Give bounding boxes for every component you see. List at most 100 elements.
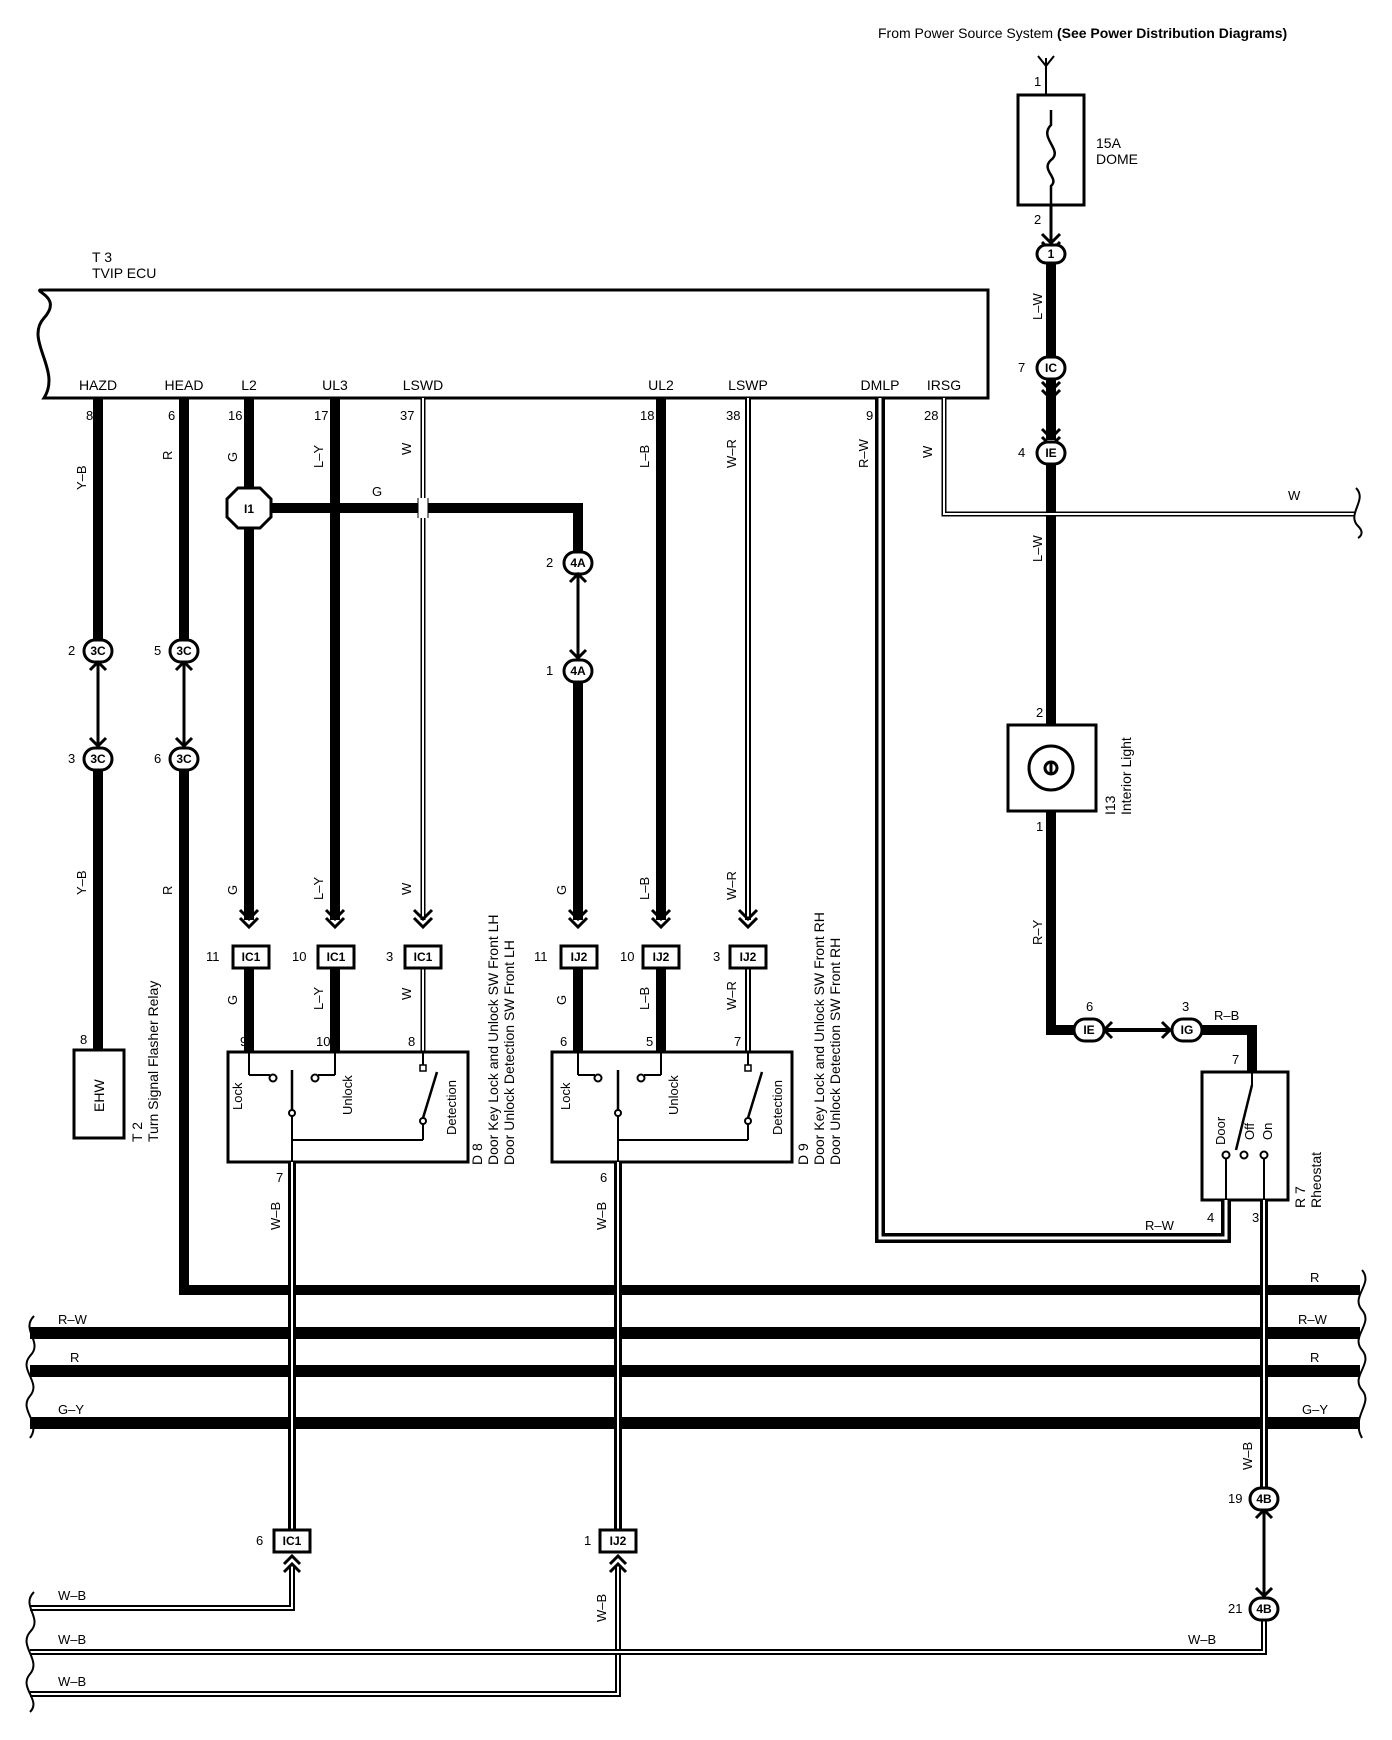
svg-text:I1: I1 [244, 502, 254, 516]
svg-text:5: 5 [646, 1034, 653, 1049]
wl-l-w-2: L–W [1030, 535, 1045, 562]
svg-text:W–B: W–B [1188, 1632, 1216, 1647]
connector-4b-1: 4B 19 [1228, 1486, 1280, 1512]
svg-text:10: 10 [620, 949, 634, 964]
svg-text:8: 8 [80, 1032, 87, 1047]
svg-text:3C: 3C [176, 644, 192, 658]
svg-text:4A: 4A [570, 664, 586, 678]
fuse-pin-2: 2 [1034, 212, 1041, 227]
svg-text:R–B: R–B [1214, 1008, 1239, 1023]
svg-text:IG: IG [1181, 1023, 1194, 1037]
svg-text:R–W: R–W [58, 1312, 88, 1327]
wire-dmlp-r-w: R–W R–W [856, 398, 1231, 1243]
svg-text:1: 1 [1048, 247, 1055, 261]
svg-text:D 8: D 8 [469, 1143, 485, 1165]
svg-text:3C: 3C [90, 752, 106, 766]
switch-d8: 9 10 8 Lock Unlock Detection D 8 Door Ke… [226, 914, 517, 1185]
svg-text:G: G [225, 995, 240, 1005]
svg-text:EHW: EHW [91, 1079, 107, 1112]
terminal-hazd: HAZD [79, 377, 117, 393]
connector-3c-hazd-1: 3C 2 [68, 638, 114, 664]
svg-text:7: 7 [1232, 1052, 1239, 1067]
svg-text:17: 17 [314, 408, 328, 423]
svg-text:3: 3 [1182, 999, 1189, 1014]
rheostat-r7: 7 Door Off On R 7 Rheostat 4 3 [1200, 1052, 1324, 1225]
connector-ic1-l2: IC1 11 [206, 944, 271, 970]
connector-ie-top-pill: IE 4 [1018, 440, 1067, 466]
svg-text:4B: 4B [1256, 1492, 1272, 1506]
svg-text:21: 21 [1228, 1601, 1242, 1616]
wire-ul3-l-y: L–Y L–Y L–Y [311, 398, 346, 1052]
svg-text:7: 7 [734, 1034, 741, 1049]
connector-ic1-ground: IC1 6 [256, 1528, 312, 1554]
svg-text:IE: IE [1045, 446, 1056, 460]
svg-text:37: 37 [400, 408, 414, 423]
connector-1-pill: 1 [1035, 243, 1067, 265]
svg-text:Y–B: Y–B [74, 870, 89, 895]
svg-text:G–Y: G–Y [58, 1402, 84, 1417]
svg-text:L–B: L–B [637, 877, 652, 900]
svg-text:L–B: L–B [637, 987, 652, 1010]
svg-text:6: 6 [154, 751, 161, 766]
svg-text:IC1: IC1 [283, 1534, 302, 1548]
svg-text:IC1: IC1 [242, 950, 261, 964]
svg-text:W–B: W–B [594, 1594, 609, 1622]
svg-text:6: 6 [168, 408, 175, 423]
connector-3c-head-1: 3C 5 [154, 638, 200, 664]
svg-text:Lock: Lock [230, 1082, 245, 1110]
wire-l-w-main: L–W L–W [1030, 205, 1062, 725]
terminal-l2: L2 [241, 377, 257, 393]
svg-text:R: R [160, 451, 175, 460]
svg-text:On: On [1260, 1123, 1275, 1140]
svg-text:G: G [554, 995, 569, 1005]
connector-4a-2: 4A 1 [546, 658, 594, 684]
svg-text:6: 6 [560, 1034, 567, 1049]
power-source-note: From Power Source System (See Power Dist… [878, 25, 1287, 41]
svg-text:10: 10 [292, 949, 306, 964]
svg-text:W–R: W–R [724, 981, 739, 1010]
svg-text:Detection: Detection [444, 1080, 459, 1135]
wire-r-y: R–Y R–B [1030, 811, 1257, 1072]
svg-text:IC: IC [1045, 361, 1057, 375]
wire-w-b-ground-3: W–B W–B [30, 1553, 628, 1697]
tvip-ecu: T 3 TVIP ECU HAZD HEAD L2 UL3 LSWD UL2 L… [36, 249, 990, 423]
svg-text:Y–B: Y–B [74, 465, 89, 490]
svg-text:R–W: R–W [856, 438, 871, 468]
fuse-pin-1: 1 [1034, 74, 1041, 89]
svg-text:Detection: Detection [770, 1080, 785, 1135]
terminal-head: HEAD [165, 377, 204, 393]
svg-text:6: 6 [600, 1170, 607, 1185]
svg-text:IJ2: IJ2 [610, 1534, 627, 1548]
svg-text:D 9: D 9 [795, 1143, 811, 1165]
svg-text:Door Key Lock and Unlock SW Fr: Door Key Lock and Unlock SW Front RH [811, 912, 827, 1165]
svg-text:IJ2: IJ2 [571, 950, 588, 964]
svg-text:Door Key Lock and Unlock SW Fr: Door Key Lock and Unlock SW Front LH [485, 914, 501, 1165]
svg-text:1: 1 [546, 663, 553, 678]
svg-text:16: 16 [228, 408, 242, 423]
svg-text:Turn Signal Flasher Relay: Turn Signal Flasher Relay [145, 981, 161, 1142]
wire-ul2-l-b: L–B L–B L–B [637, 398, 672, 1052]
svg-text:IE: IE [1083, 1023, 1094, 1037]
svg-text:W–B: W–B [268, 1202, 283, 1230]
svg-text:9: 9 [240, 1034, 247, 1049]
svg-text:W–R: W–R [724, 871, 739, 900]
svg-text:Off: Off [1242, 1123, 1257, 1140]
svg-text:11: 11 [534, 949, 548, 964]
wire-lswd-w: W W W [399, 398, 434, 1052]
connector-ig-pill: IG 3 [1170, 999, 1204, 1043]
svg-text:11: 11 [206, 949, 220, 964]
svg-text:L–Y: L–Y [311, 877, 326, 900]
svg-text:W–B: W–B [1240, 1442, 1255, 1470]
svg-text:IC1: IC1 [414, 950, 433, 964]
svg-text:4: 4 [1207, 1210, 1214, 1225]
power-feed: 1 [1034, 55, 1055, 95]
connector-ic1-lswd: IC1 3 [386, 944, 443, 970]
svg-text:3C: 3C [90, 644, 106, 658]
connector-ij2-ground: IJ2 1 [584, 1528, 638, 1554]
svg-text:7: 7 [1018, 360, 1025, 375]
connector-4a-1: 4A 2 [546, 550, 594, 576]
bus-wires: R–W R–W R R G–Y G–Y [25, 1269, 1367, 1439]
svg-text:3: 3 [68, 751, 75, 766]
svg-text:R–W: R–W [1298, 1312, 1328, 1327]
